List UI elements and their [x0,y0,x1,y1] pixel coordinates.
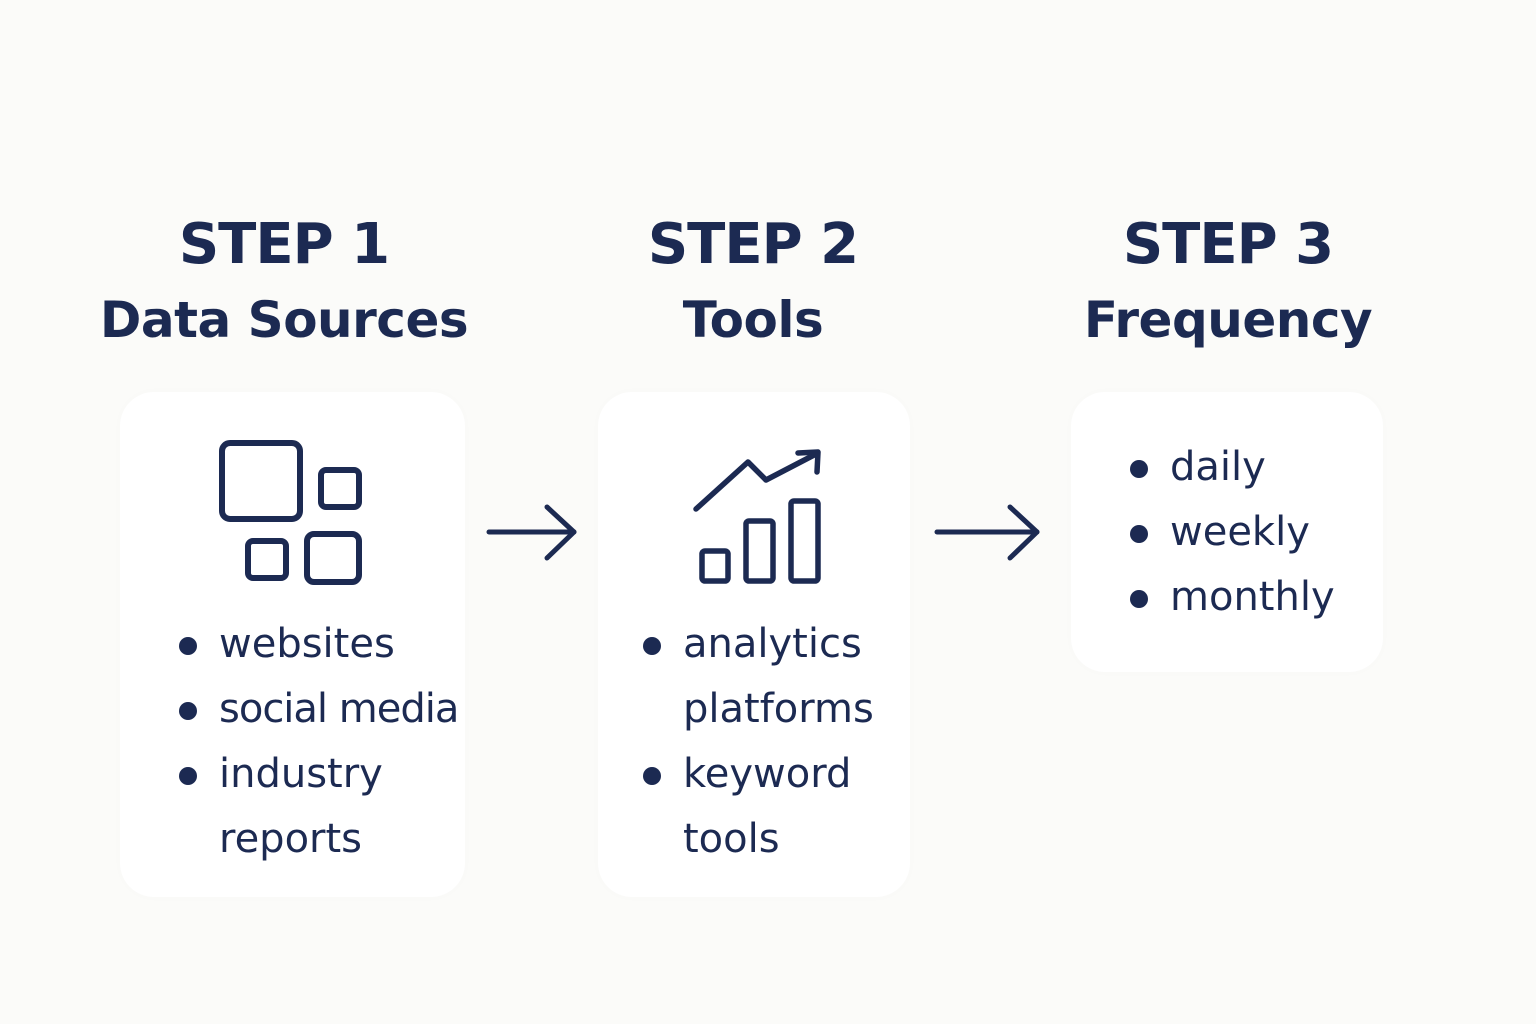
list-item: analytics platforms [643,612,913,742]
step-1-number: STEP 1 [178,212,390,277]
list-item-text: keyword [683,751,852,797]
grid-squares-icon [219,440,362,585]
list-item: websites [179,612,479,677]
list-item-text: weekly [1170,509,1310,555]
list-item-text-continued: platforms [683,686,874,732]
list-item: daily [1130,435,1380,500]
bullet-icon [1130,525,1148,543]
list-item-text: websites [219,621,395,667]
list-item-text: industry [219,751,383,797]
bullet-icon [179,767,197,785]
step-1-name: Data Sources [99,291,469,349]
growth-chart-icon [693,449,821,584]
list-item-text: social media [219,686,459,732]
list-item: social media [179,677,479,742]
list-item: weekly [1130,500,1380,565]
right-arrow-icon [486,504,577,561]
bullet-icon [643,767,661,785]
list-item: monthly [1130,565,1380,630]
list-item: keyword tools [643,742,913,872]
list-item-text-continued: tools [683,816,780,862]
step-1-card [120,392,465,897]
step-3-number: STEP 3 [1122,212,1334,277]
step-3-name: Frequency [1083,291,1373,349]
step-3-list: daily weekly monthly [1130,435,1380,630]
step-1-heading: STEP 1 Data Sources [84,212,484,349]
list-item: industry reports [179,742,479,872]
bullet-icon [643,637,661,655]
bullet-icon [1130,460,1148,478]
step-2-name: Tools [682,291,824,349]
step-2-number: STEP 2 [647,212,859,277]
step-3-card [1071,392,1383,672]
list-item-text: analytics [683,621,862,667]
right-arrow-icon [934,504,1040,561]
step-2-heading: STEP 2 Tools [553,212,953,349]
bullet-icon [1130,590,1148,608]
step-1-list: websites social media industry reports [179,612,479,872]
step-2-list: analytics platforms keyword tools [643,612,913,872]
bullet-icon [179,702,197,720]
step-3-heading: STEP 3 Frequency [1028,212,1428,349]
list-item-text: monthly [1170,574,1335,620]
list-item-text-continued: reports [219,816,363,862]
bullet-icon [179,637,197,655]
list-item-text: daily [1170,444,1266,490]
